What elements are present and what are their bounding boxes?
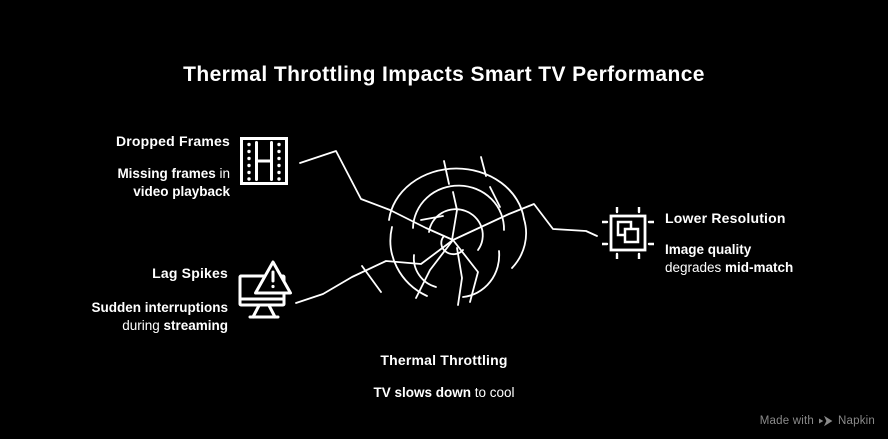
node-lower-resolution-description: Image quality degrades mid-match <box>665 242 794 275</box>
made-with-napkin-link[interactable]: Made with Napkin <box>760 415 875 427</box>
napkin-logo-icon <box>819 415 833 427</box>
node-lag-spikes-title: Lag Spikes <box>152 265 228 281</box>
connector-dropped-frames <box>299 150 454 241</box>
connector-lag-branch <box>361 265 382 293</box>
node-lag-spikes: Lag Spikes Sudden interruptions during s… <box>48 265 229 335</box>
node-lower-resolution: Lower Resolution Image quality degrades … <box>665 210 835 277</box>
connector-lower-resolution <box>452 203 598 241</box>
node-thermal-throttling: Thermal Throttling TV slows down to cool <box>0 352 888 402</box>
made-with-label: Made with <box>759 415 814 427</box>
monitor-warning-icon <box>238 260 292 319</box>
page-title: Thermal Throttling Impacts Smart TV Perf… <box>183 63 705 87</box>
node-dropped-frames: Dropped Frames Missing frames in video p… <box>60 133 230 201</box>
napkin-brand-label: Napkin <box>838 415 875 427</box>
node-lower-resolution-title: Lower Resolution <box>665 210 786 226</box>
film-strip-icon <box>240 137 288 185</box>
node-dropped-frames-title: Dropped Frames <box>115 133 230 149</box>
node-thermal-throttling-title: Thermal Throttling <box>380 352 508 368</box>
node-thermal-throttling-description: TV slows down to cool <box>373 385 515 400</box>
image-quality-icon <box>602 207 654 259</box>
node-lag-spikes-description: Sudden interruptions during streaming <box>91 300 229 333</box>
node-dropped-frames-description: Missing frames in video playback <box>117 166 230 199</box>
connector-lag-spikes <box>295 239 454 304</box>
